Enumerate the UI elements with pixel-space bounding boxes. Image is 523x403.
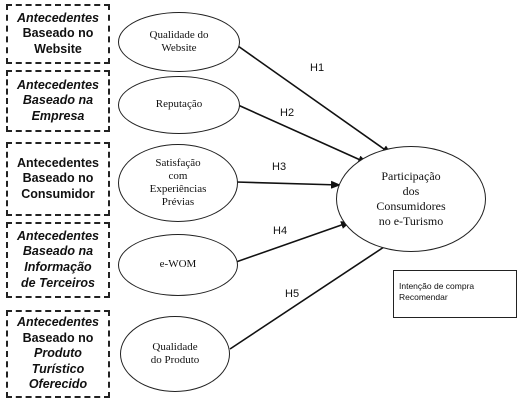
outcome-line: Participação — [381, 169, 441, 183]
antecedent-line: Produto — [34, 346, 82, 361]
antecedent-line: Antecedentes — [17, 314, 99, 329]
arrow-h5 — [229, 240, 394, 350]
antecedent-line: Oferecido — [28, 377, 88, 392]
construct-qualidade-website: Qualidade do Website — [118, 12, 240, 72]
antecedent-box-empresa: Antecedentes Baseado na Empresa — [6, 70, 110, 132]
construct-line: Reputação — [155, 98, 203, 111]
antecedent-line: Informação — [24, 260, 92, 274]
antecedent-line: Baseado no — [22, 330, 94, 345]
construct-line: Prévias — [161, 196, 195, 209]
arrow-h3 — [235, 180, 341, 189]
outcome-participacao: Participação dos Consumidores no e-Turis… — [336, 146, 486, 252]
arrow-h1 — [237, 45, 392, 155]
antecedent-line: Baseado no — [22, 26, 94, 41]
hypothesis-label-h3: H3 — [272, 161, 287, 173]
construct-qualidade-produto: Qualidade do Produto — [120, 316, 230, 392]
antecedent-line: Antecedentes — [17, 155, 99, 170]
hypothesis-label-h5: H5 — [285, 288, 300, 300]
antecedent-box-consumidor: Antecedentes Baseado no Consumidor — [6, 142, 110, 216]
antecedent-line: Empresa — [31, 108, 85, 123]
antecedent-line: Baseado no — [22, 171, 94, 186]
indicator-line: Intenção de compra — [399, 281, 475, 291]
construct-ewom: e-WOM — [118, 234, 238, 296]
antecedent-line: Baseado na — [22, 244, 94, 259]
antecedent-line: Website — [34, 41, 82, 56]
construct-line: Qualidade — [152, 340, 198, 353]
hypothesis-label-h1: H1 — [310, 62, 325, 74]
construct-reputacao: Reputação — [118, 76, 240, 134]
construct-satisfacao: Satisfação com Experiências Prévias — [118, 144, 238, 222]
arrow-h4 — [235, 221, 351, 263]
antecedent-box-terceiros: Antecedentes Baseado na Informação de Te… — [6, 222, 110, 298]
hypothesis-label-h4: H4 — [273, 225, 288, 237]
construct-line: Website — [161, 42, 197, 54]
antecedent-line: Consumidor — [21, 186, 95, 201]
antecedent-line: de Terceiros — [21, 275, 95, 290]
outcome-line: dos — [402, 184, 420, 198]
outcome-line: no e-Turismo — [378, 214, 444, 228]
construct-line: Satisfação — [155, 156, 201, 169]
outcome-indicators-box: Intenção de compra Recomendar — [393, 270, 517, 318]
indicator-line: Recomendar — [399, 292, 448, 303]
construct-line: Qualidade do — [149, 28, 209, 41]
antecedent-box-website: Antecedentes Baseado no Website — [6, 4, 110, 64]
antecedent-line: Antecedentes — [17, 228, 99, 243]
antecedent-line: Antecedentes — [17, 10, 99, 25]
construct-line: e-WOM — [159, 258, 197, 271]
construct-line: do Produto — [150, 354, 200, 366]
construct-line: Experiências — [149, 183, 207, 195]
arrow-h2 — [237, 104, 368, 164]
antecedent-line: Baseado na — [22, 93, 94, 108]
antecedent-line: Turístico — [31, 361, 85, 376]
outcome-line: Consumidores — [376, 199, 446, 213]
antecedent-box-produto: Antecedentes Baseado no Produto Turístic… — [6, 310, 110, 398]
hypothesis-label-h2: H2 — [280, 107, 295, 119]
construct-line: com — [168, 169, 188, 182]
antecedent-line: Antecedentes — [17, 77, 99, 92]
